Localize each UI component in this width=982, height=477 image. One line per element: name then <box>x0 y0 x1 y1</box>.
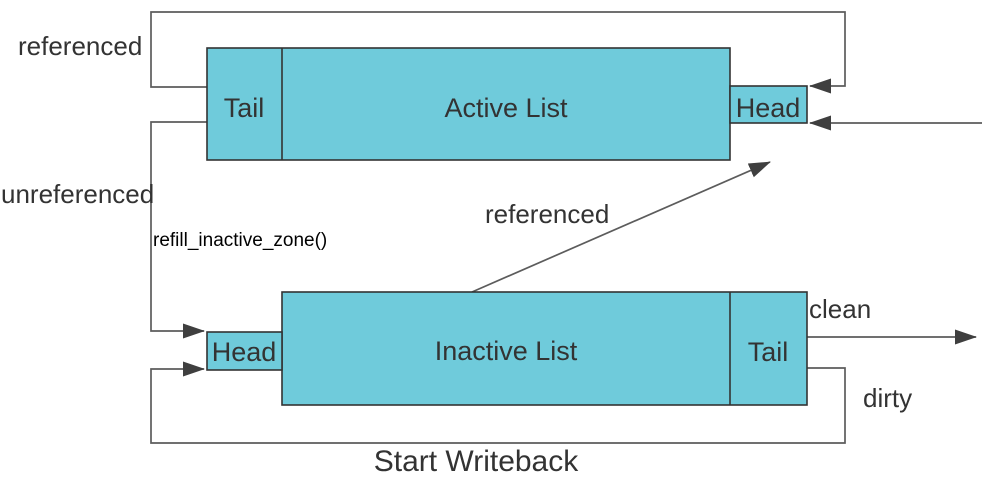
arrow-unreferenced-refill <box>150 121 207 339</box>
active-list-label: Active List <box>444 93 568 123</box>
arrow-referenced-promote <box>471 161 771 293</box>
inactive-list-box <box>281 291 808 406</box>
referenced-promote-label: referenced <box>485 199 609 229</box>
inactive-head-label: Head <box>212 337 277 367</box>
arrow-writeback-loop <box>150 361 846 444</box>
inactive-tail-label: Tail <box>748 337 789 367</box>
dirty-label: dirty <box>863 383 912 413</box>
active-tail-label: Tail <box>224 93 265 123</box>
active-head-label: Head <box>736 93 801 123</box>
referenced-top-label: referenced <box>18 31 142 61</box>
unreferenced-label: unreferenced <box>1 179 154 209</box>
active-list-box <box>206 47 731 161</box>
inactive-list-head-box <box>206 331 283 371</box>
arrow-referenced-loop <box>150 11 846 94</box>
active-list-head-box <box>729 85 808 124</box>
clean-label: clean <box>809 294 871 324</box>
start-writeback-label: Start Writeback <box>374 445 580 477</box>
refill-inactive-zone-label: refill_inactive_zone() <box>153 230 327 251</box>
inactive-list-label: Inactive List <box>435 336 578 366</box>
